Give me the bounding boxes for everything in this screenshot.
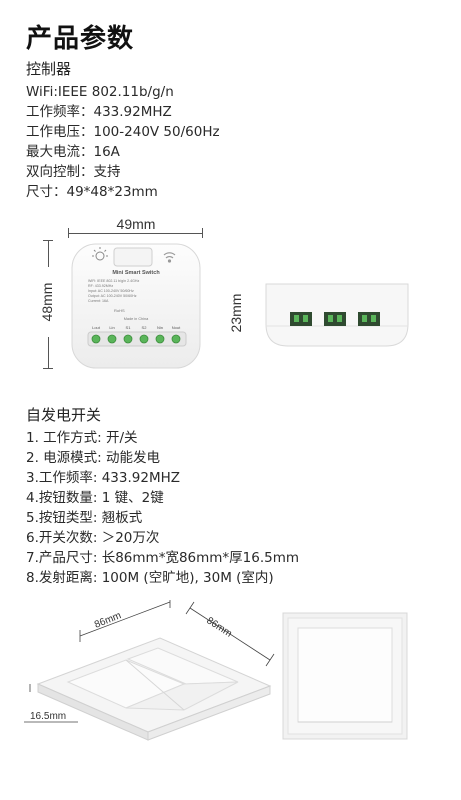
depth-dim-label: 23mm [228, 279, 244, 347]
terminal-label: Lin [109, 325, 114, 330]
width-dim-line [68, 233, 202, 234]
spec-button-type: 5.按钮类型: 翘板式 [26, 510, 143, 526]
terminal-label: Lout [92, 325, 101, 330]
device-label-line4: Output: AC 100-240V 50/60Hz [88, 294, 137, 298]
spec-mode: 1. 工作方式: 开/关 [26, 430, 138, 446]
spec-two-way: 双向控制：支持 [26, 164, 121, 180]
switch-thickness-label: 16.5mm [30, 711, 66, 722]
height-dim-tick-bottom [43, 368, 53, 369]
spec-frequency: 3.工作频率: 433.92MHZ [26, 470, 181, 486]
spec-wifi: WiFi:IEEE 802.11b/g/n [26, 84, 174, 100]
device-label-line1: WiFi: IEEE 802.11 b/g/n 2.4GHz [88, 279, 139, 283]
spec-dimensions: 7.产品尺寸: 长86mm*宽86mm*厚16.5mm [26, 550, 300, 566]
width-dim-tick-right [202, 228, 203, 238]
spec-power: 2. 电源模式: 动能发电 [26, 450, 161, 466]
spec-size: 尺寸：49*48*23mm [26, 184, 158, 200]
switch-dim-right-label: 86mm [204, 615, 233, 639]
controller-heading: 控制器 [26, 60, 72, 78]
terminal-label: S2 [142, 325, 148, 330]
terminal-label: S1 [126, 325, 132, 330]
made-in-text: Made in China [124, 317, 149, 321]
width-dim-tick-left [68, 228, 69, 238]
controller-front-image: Mini Smart Switch WiFi: IEEE 802.11 b/g/… [71, 243, 201, 369]
terminal-label: Nin [157, 325, 163, 330]
spec-range: 8.发射距离: 100M (空旷地), 30M (室内) [26, 570, 274, 586]
terminal-block [87, 331, 187, 347]
rohs-mark: RoHS [114, 308, 125, 313]
controller-side-image [265, 283, 409, 347]
device-name-text: Mini Smart Switch [112, 270, 160, 276]
page-title: 产品参数 [26, 24, 135, 54]
pair-button-shape [113, 247, 153, 267]
switch-dim-left-label: 86mm [93, 610, 123, 631]
spec-frequency: 工作频率：433.92MHZ [26, 104, 172, 120]
device-label-line5: Current: 16A [88, 299, 109, 303]
spec-current: 最大电流：16A [26, 144, 120, 160]
width-dim-label: 49mm [108, 216, 164, 232]
spec-cycles: 6.开关次数: ＞20万次 [26, 530, 160, 546]
height-dim-tick-top [43, 240, 53, 241]
spec-voltage: 工作电压：100-240V 50/60Hz [26, 124, 220, 140]
switch-iso-figure: 86mm 86mm 16.5mm [24, 600, 275, 741]
spec-button-count: 4.按钮数量: 1 键、2键 [26, 490, 164, 506]
bulb-icon [92, 247, 108, 261]
terminal-screws [91, 334, 181, 344]
terminal-openings [290, 312, 380, 326]
switch-heading: 自发电开关 [26, 406, 102, 424]
wifi-icon [163, 252, 176, 263]
device-label-line2: RF: 433.92MHz [88, 284, 113, 288]
height-dim-label: 48mm [39, 267, 55, 337]
switch-front-figure [282, 612, 408, 740]
device-label-line3: Input: AC 100-240V 50/60Hz [88, 289, 134, 293]
terminal-label: Nout [172, 325, 181, 330]
